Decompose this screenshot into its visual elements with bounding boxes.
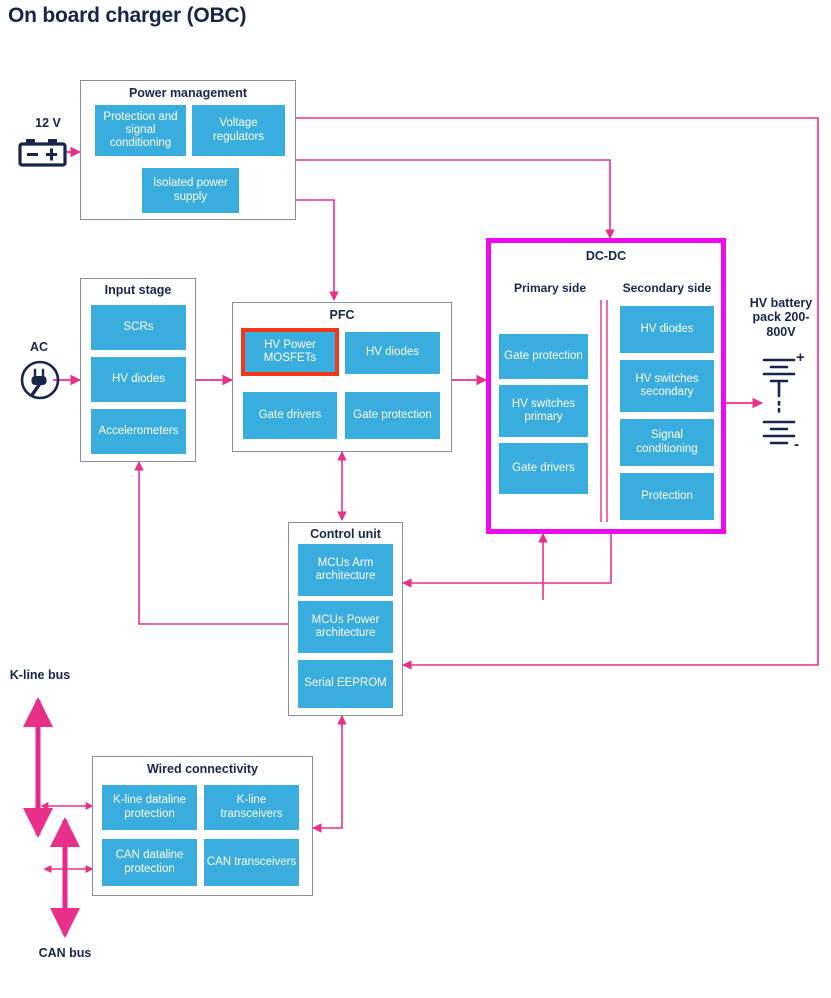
block-pfc-gate-protection[interactable]: Gate protection [345, 392, 440, 439]
block-dcdc-hv-switches-secondary[interactable]: HV switches secondary [620, 360, 714, 412]
kline-bus-label: K-line bus [9, 668, 71, 682]
hv-battery-pack-label: HV battery pack 200-800V [749, 296, 813, 339]
car-battery-icon [18, 139, 67, 167]
block-kline-dataline-protection[interactable]: K-line dataline protection [102, 785, 197, 830]
block-dcdc-signal-conditioning[interactable]: Signal conditioning [620, 419, 714, 466]
dcdc-secondary-side-title: Secondary side [622, 281, 712, 295]
block-can-transceivers[interactable]: CAN transceivers [204, 839, 299, 886]
block-dcdc-gate-protection[interactable]: Gate protection [499, 334, 588, 379]
block-isolated-power-supply[interactable]: Isolated power supply [142, 168, 239, 213]
group-title-dcdc: DC-DC [585, 249, 627, 263]
can-bus-label: CAN bus [38, 946, 92, 960]
block-pfc-hv-diodes[interactable]: HV diodes [345, 332, 440, 374]
page-title: On board charger (OBC) [8, 4, 247, 27]
block-hv-power-mosfets[interactable]: HV Power MOSFETs [241, 328, 339, 376]
battery-stack-icon: + - [762, 352, 805, 453]
block-serial-eeprom[interactable]: Serial EEPROM [298, 660, 393, 708]
block-voltage-regulators[interactable]: Voltage regulators [192, 105, 285, 156]
group-title-input-stage: Input stage [104, 283, 172, 297]
group-title-pfc: PFC [329, 308, 355, 322]
group-title-wired-connectivity: Wired connectivity [146, 762, 259, 776]
block-dcdc-protection[interactable]: Protection [620, 473, 714, 520]
block-can-dataline-protection[interactable]: CAN dataline protection [102, 839, 197, 886]
block-pfc-gate-drivers[interactable]: Gate drivers [243, 392, 337, 439]
block-dcdc-gate-drivers[interactable]: Gate drivers [499, 443, 588, 494]
block-protection-and-signal-conditioning[interactable]: Protection and signal conditioning [95, 105, 186, 156]
block-input-hv-diodes[interactable]: HV diodes [91, 357, 186, 402]
block-scrs[interactable]: SCRs [91, 305, 186, 350]
dc-source-label: 12 V [35, 116, 61, 130]
block-mcus-arm-architecture[interactable]: MCUs Arm architecture [298, 544, 393, 596]
block-mcus-power-architecture[interactable]: MCUs Power architecture [298, 601, 393, 653]
svg-text:+: + [796, 352, 805, 366]
ac-source-label: AC [29, 340, 49, 354]
ac-plug-icon [20, 360, 60, 400]
group-title-power-management: Power management [128, 86, 248, 100]
block-kline-transceivers[interactable]: K-line transceivers [204, 785, 299, 830]
block-dcdc-hv-diodes[interactable]: HV diodes [620, 306, 714, 353]
svg-text:-: - [794, 436, 799, 453]
group-title-control-unit: Control unit [310, 527, 381, 541]
dcdc-primary-side-title: Primary side [513, 281, 587, 295]
block-accelerometers[interactable]: Accelerometers [91, 409, 186, 454]
block-dcdc-hv-switches-primary[interactable]: HV switches primary [499, 385, 588, 437]
